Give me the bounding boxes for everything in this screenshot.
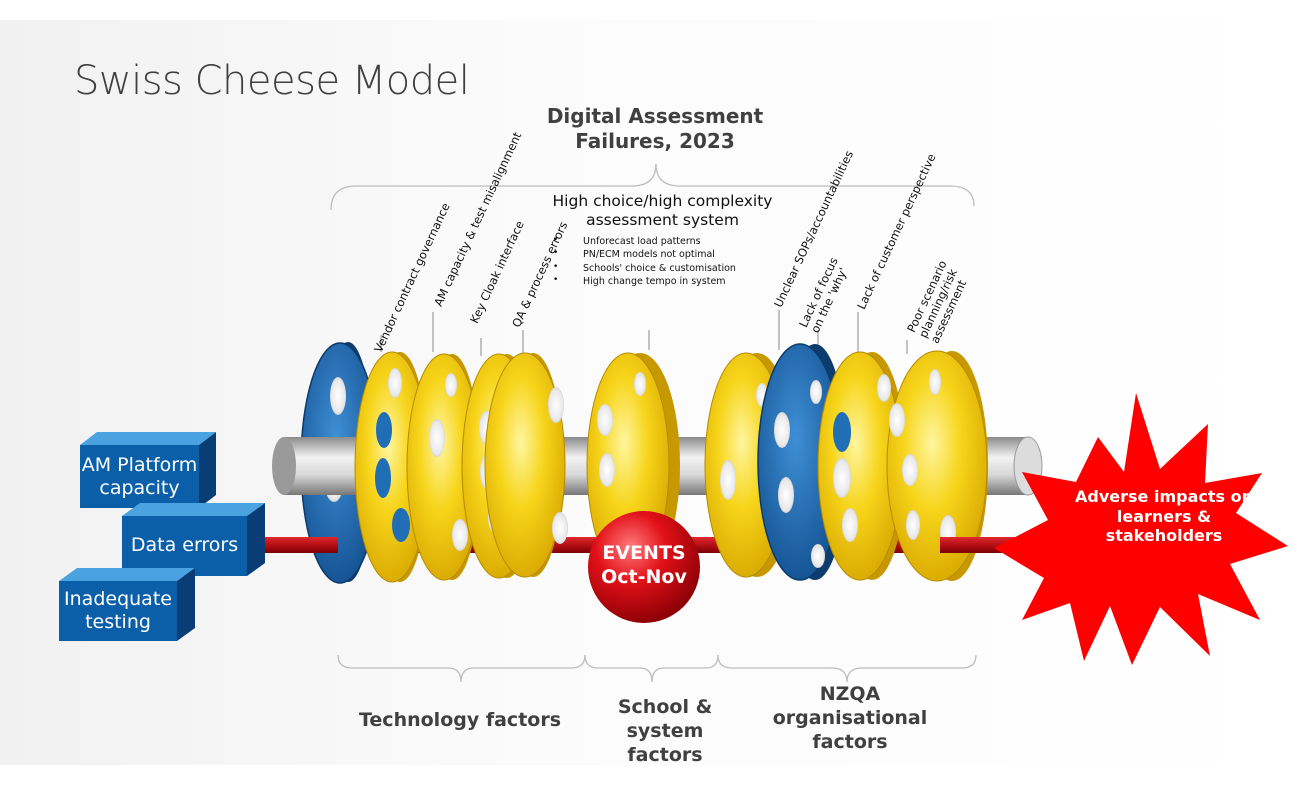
events-label: EVENTS Oct-Nov [601,542,687,588]
hazard-block-icon-2 [122,503,265,576]
list-item: High change tempo in system [553,274,736,288]
technology-factors-label: Technology factors [358,709,562,731]
hazard-am-platform: AM Platform capacity [81,454,198,499]
hazard-data-errors: Data errors [130,534,239,556]
event-sphere-icon [588,511,700,623]
diagram-heading: Digital Assessment Failures, 2023 [546,104,764,153]
cheese-slice-icon-3 [406,353,482,581]
hazard-block-icon-3 [59,568,195,641]
explosion-star-icon [994,393,1288,665]
nzqa-factors-label: NZQA organisational factors [772,683,928,753]
school-system-factors-label: School & system factors [617,696,713,766]
pointer-lines [380,310,908,356]
outcome-label: Adverse impacts on learners & stakeholde… [1075,487,1253,545]
system-title: High choice/high complexity assessment s… [552,192,773,229]
slide-title: Swiss Cheese Model [74,58,470,104]
hazard-block-icon-1 [80,432,216,508]
list-item: PN/ECM models not optimal [553,247,736,261]
list-item: Unforecast load patterns [553,234,736,248]
system-bullets: Unforecast load patterns PN/ECM models n… [553,234,736,288]
bottom-brackets [337,654,977,683]
hazard-testing: Inadequate testing [64,588,172,633]
top-bracket [330,163,975,211]
cheese-slice-icon-9 [817,351,906,581]
cheese-slice-icon-10 [886,350,988,582]
cheese-slice-icon-5 [484,352,568,578]
list-item: Schools' choice & customisation [553,261,736,275]
